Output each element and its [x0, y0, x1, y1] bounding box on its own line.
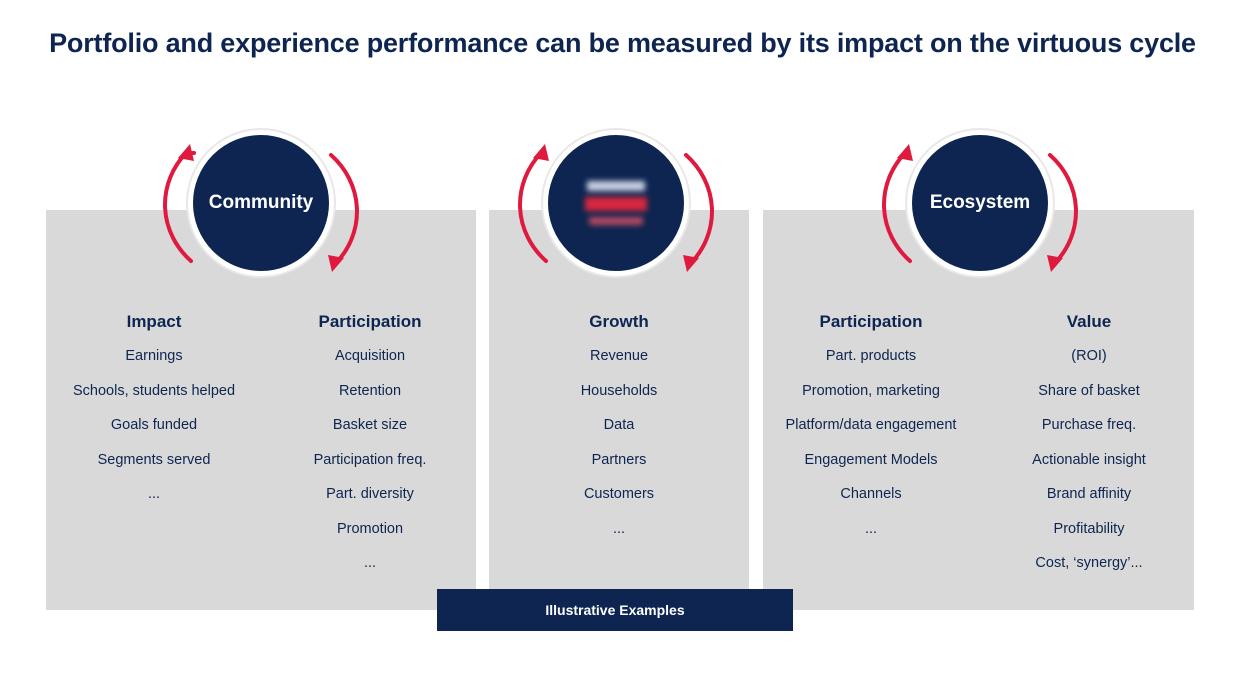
list-item: Acquisition: [334, 348, 406, 364]
impact-column: Impact Earnings Schools, students helped…: [54, 310, 254, 517]
list-item: Part. products: [825, 348, 917, 364]
list-item: Participation freq.: [313, 451, 427, 468]
list-item: (ROI): [1071, 348, 1107, 364]
list-item: Customers: [583, 486, 655, 502]
illustrative-examples-banner: Illustrative Examples: [437, 589, 793, 631]
list-item: Retention: [338, 382, 402, 399]
brand-circle: [543, 130, 689, 276]
value-column: Value (ROI) Share of basket Purchase fre…: [989, 310, 1189, 586]
list-item: Cost, ‘synergy’...: [1035, 555, 1143, 571]
cycle-arrows-icon: [163, 144, 359, 272]
page-title: Portfolio and experience performance can…: [49, 28, 1196, 58]
participation-heading: Participation: [819, 312, 923, 331]
community-panel: Impact Earnings Schools, students helped…: [46, 210, 476, 610]
list-item: Partners: [591, 451, 647, 468]
impact-heading: Impact: [126, 312, 182, 331]
list-item: Channels: [840, 486, 902, 502]
list-item: Goals funded: [110, 417, 198, 433]
list-item: ...: [864, 520, 878, 537]
list-item: Promotion, marketing: [802, 382, 940, 399]
cycle-arrows-icon: [882, 144, 1078, 272]
list-item: ...: [363, 555, 377, 571]
participation-column: Participation Part. products Promotion, …: [771, 310, 971, 551]
brand-logo-icon: [583, 174, 649, 232]
list-item: ...: [612, 520, 626, 537]
participation-list: Part. products Promotion, marketing Plat…: [771, 344, 971, 551]
ecosystem-circle: Ecosystem: [907, 130, 1053, 276]
participation-heading: Participation: [318, 312, 422, 331]
list-item: Part. diversity: [326, 486, 414, 502]
list-item: Segments served: [97, 451, 211, 468]
list-item: Earnings: [125, 348, 183, 364]
community-label: Community: [208, 192, 314, 213]
list-item: Revenue: [589, 348, 649, 364]
growth-column: Growth Revenue Households Data Partners …: [519, 310, 719, 551]
list-item: Promotion: [336, 520, 404, 537]
ecosystem-label: Ecosystem: [929, 192, 1031, 213]
list-item: Platform/data engagement: [785, 417, 957, 433]
participation-list: Acquisition Retention Basket size Partic…: [270, 344, 470, 586]
list-item: Share of basket: [1038, 382, 1140, 399]
growth-panel: Growth Revenue Households Data Partners …: [489, 210, 749, 610]
value-list: (ROI) Share of basket Purchase freq. Act…: [989, 344, 1189, 586]
impact-list: Earnings Schools, students helped Goals …: [54, 344, 254, 517]
list-item: Basket size: [332, 417, 408, 433]
list-item: Purchase freq.: [1041, 417, 1137, 433]
community-circle: Community: [188, 130, 334, 276]
value-heading: Value: [1066, 312, 1112, 331]
ecosystem-panel: Participation Part. products Promotion, …: [763, 210, 1194, 610]
list-item: Actionable insight: [1032, 451, 1146, 468]
list-item: Brand affinity: [1046, 486, 1132, 502]
list-item: Data: [603, 417, 635, 433]
growth-list: Revenue Households Data Partners Custome…: [519, 344, 719, 551]
growth-heading: Growth: [589, 312, 649, 331]
list-item: Schools, students helped: [72, 382, 236, 399]
list-item: Profitability: [1053, 520, 1125, 537]
cycle-arrows-icon: [518, 144, 714, 272]
participation-column: Participation Acquisition Retention Bask…: [270, 310, 470, 586]
list-item: Households: [580, 382, 658, 399]
list-item: ...: [147, 486, 161, 502]
list-item: Engagement Models: [804, 451, 938, 468]
